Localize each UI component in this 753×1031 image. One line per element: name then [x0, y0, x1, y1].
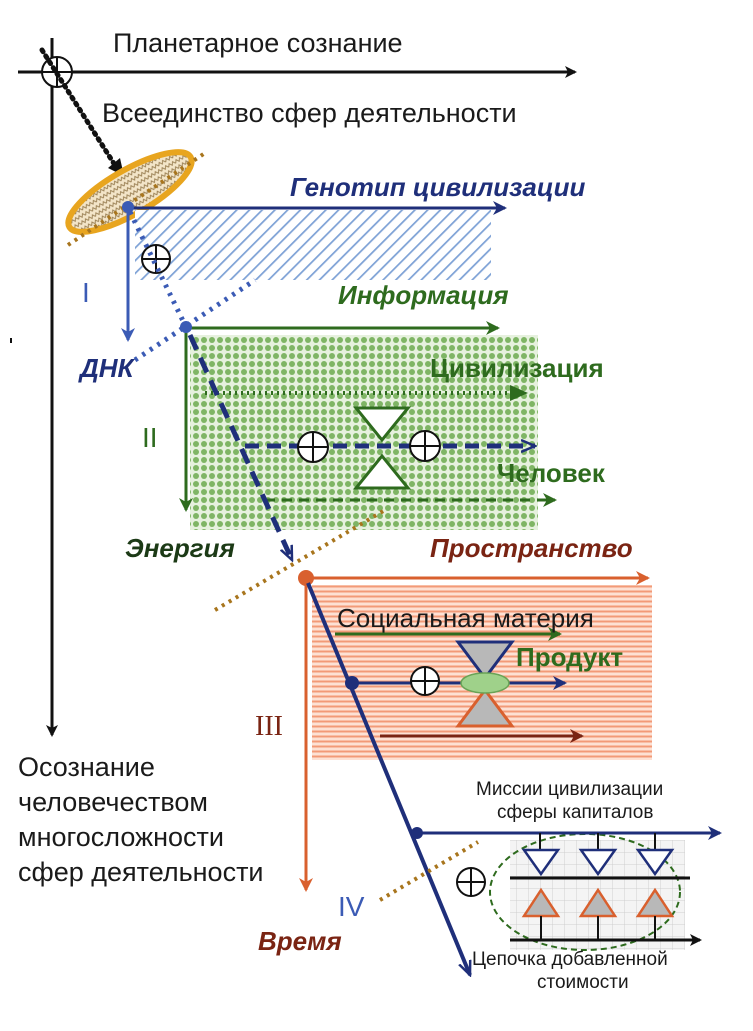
- crosshair-icon: [456, 867, 486, 897]
- civilization-label: Цивилизация: [430, 353, 604, 383]
- stage-iv-label: IV: [338, 891, 365, 922]
- genotype-node: [122, 201, 134, 213]
- triangle-up-icon: [455, 687, 515, 728]
- triangle-down-icon: [352, 406, 412, 443]
- stage-ii-label: II: [142, 422, 158, 453]
- brown-dotted-cross-2: [378, 840, 480, 902]
- civilization-dotted-head: [510, 385, 528, 401]
- planetary-label: Планетарное сознание: [113, 28, 403, 58]
- information-label: Информация: [338, 280, 509, 310]
- stage-i-label: I: [82, 277, 90, 308]
- dotted-diagonal-black: [39, 47, 121, 173]
- human-label: Человек: [497, 458, 606, 488]
- stage-iii-label: III: [255, 711, 283, 742]
- triangle-down-icon: [455, 640, 515, 681]
- time-label: Время: [258, 926, 342, 956]
- space-label: Пространство: [430, 533, 633, 563]
- information-node: [180, 321, 192, 333]
- triangle-down-icon: [521, 848, 675, 877]
- space-node: [298, 570, 314, 586]
- blue-dotted-down: [127, 210, 188, 327]
- product-ellipse: [460, 672, 510, 694]
- chain-label-1: Цепочка добавленной: [472, 949, 668, 970]
- crosshair-icon: [410, 666, 440, 696]
- crosshair-icon: [297, 431, 329, 463]
- navy-dashed-diagonal: [187, 333, 295, 560]
- information-area: [190, 335, 538, 530]
- blue-dotted-cross: [133, 277, 257, 363]
- hourglass-icon: [455, 640, 515, 728]
- brown-dotted-cross: [213, 508, 387, 612]
- awareness-line-1: Осознание: [18, 752, 155, 782]
- awareness-line-4: сфер деятельности: [18, 857, 264, 887]
- product-label: Продукт: [516, 642, 623, 672]
- navy-main-diagonal: [306, 582, 472, 975]
- missions-node: [411, 827, 423, 839]
- hourglass-icon: [352, 406, 412, 490]
- awareness-line-2: человечеством: [18, 787, 208, 817]
- chain-label-2: стоимости: [537, 972, 629, 993]
- crosshair-icon: [409, 430, 441, 462]
- genotype-label: Генотип цивилизации: [290, 172, 586, 202]
- triangle-up-icon: [352, 453, 412, 490]
- lens-dotted-axis: [66, 151, 207, 247]
- genotype-area: [135, 210, 491, 280]
- missions-label-2: сферы капиталов: [497, 802, 653, 823]
- dna-label: ДНК: [78, 353, 136, 383]
- all-unity-label: Всеединство сфер деятельности: [102, 98, 517, 128]
- awareness-line-3: многосложности: [18, 822, 224, 852]
- missions-label-1: Миссии цивилизации: [476, 779, 663, 800]
- crosshair-icon: [141, 244, 171, 274]
- energy-label: Энергия: [125, 533, 235, 563]
- social-matter-label: Социальная материя: [337, 603, 594, 633]
